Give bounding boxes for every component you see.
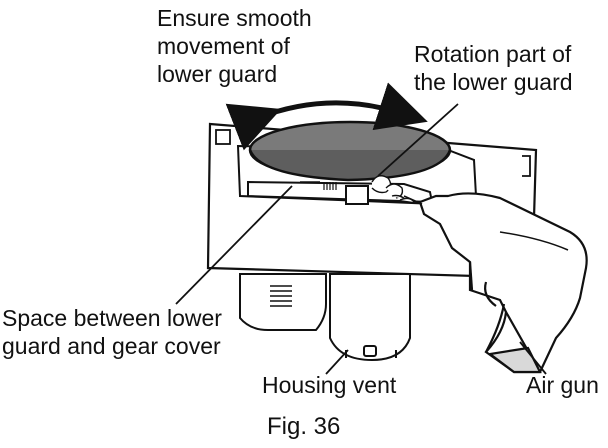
label-line: Rotation part of (414, 41, 572, 67)
motor-housing (239, 273, 411, 362)
leader-space (175, 185, 293, 305)
figure-caption: Fig. 36 (267, 413, 341, 440)
label-line: movement of (157, 33, 290, 59)
label-line: Ensure smooth (157, 5, 312, 31)
leader-rotation (377, 103, 459, 177)
label-line: the lower guard (414, 69, 573, 95)
label-line: Space between lower (2, 305, 222, 331)
label-space-between: Space between lower guard and gear cover (2, 304, 222, 360)
leader-vent (325, 349, 349, 375)
label-line: lower guard (157, 61, 278, 87)
leader-airgun (519, 341, 547, 375)
motion-arrow (225, 82, 428, 151)
housing-vent (270, 285, 292, 307)
label-air-gun: Air gun (526, 372, 599, 398)
leader-lines (175, 103, 547, 375)
air-gun (403, 192, 588, 374)
label-smooth-movement: Ensure smooth movement of lower guard (157, 4, 312, 88)
label-housing-vent: Housing vent (262, 372, 397, 398)
lower-guard (248, 120, 452, 182)
label-line: guard and gear cover (2, 333, 221, 359)
label-rotation-part: Rotation part of the lower guard (414, 40, 573, 96)
